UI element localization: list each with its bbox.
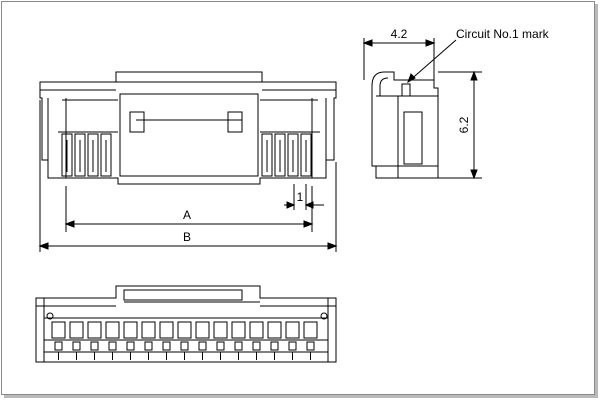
dimension-b (38, 100, 338, 252)
bottom-contact (144, 341, 153, 351)
bottom-contact (216, 341, 225, 351)
bottom-contact (90, 341, 99, 351)
dim-a-arrow-left (64, 220, 75, 228)
bottom-cavity (51, 321, 66, 339)
bottom-cavity (285, 321, 300, 339)
front-right-terminal (300, 133, 312, 177)
circuit-no1-mark (401, 83, 411, 97)
dim-42-arrow-right (425, 39, 436, 47)
dim-pitch-label: 1 (297, 190, 304, 204)
bottom-contact (198, 341, 207, 351)
front-terminals-right (261, 133, 312, 177)
bottom-cavity (87, 321, 102, 339)
dimension-4-2 (362, 38, 436, 80)
side-cavity (403, 111, 423, 165)
dimension-a (64, 186, 314, 232)
bottom-contact (180, 341, 189, 351)
bottom-cavity (159, 321, 174, 339)
bottom-contact (234, 341, 243, 351)
bottom-cavity (195, 321, 210, 339)
bottom-contact (306, 341, 315, 351)
bottom-contact (72, 341, 81, 351)
bottom-cavity (267, 321, 282, 339)
dim-pitch-arrow-right (304, 201, 314, 209)
bottom-cavity (231, 321, 246, 339)
drawing-frame (1, 1, 595, 395)
side-outline (371, 71, 439, 179)
bottom-cavity (141, 321, 156, 339)
bottom-contact (162, 341, 171, 351)
bottom-contact (270, 341, 279, 351)
bottom-cavity (105, 321, 120, 339)
bottom-peg-left (46, 312, 54, 320)
front-latch-window-left (129, 111, 145, 133)
bottom-contact (252, 341, 261, 351)
side-view (371, 71, 439, 179)
front-right-terminal (261, 133, 273, 177)
bottom-cavity (303, 321, 318, 339)
bottom-peg-right (320, 312, 328, 320)
side-hook (379, 77, 389, 96)
bottom-contact (108, 341, 117, 351)
bottom-cavity (249, 321, 264, 339)
bottom-view (35, 285, 337, 363)
bottom-contact (288, 341, 297, 351)
front-left-terminal (61, 133, 73, 177)
dim-b-arrow-right (327, 242, 338, 250)
dim-b-arrow-left (38, 242, 49, 250)
bottom-outline (35, 285, 337, 363)
front-right-terminal (287, 133, 299, 177)
dim-62-label: 6.2 (457, 116, 471, 133)
dim-42-arrow-left (362, 39, 373, 47)
dim-a-label: A (183, 208, 191, 222)
callout-leader (407, 39, 457, 83)
callout-label: Circuit No.1 mark (456, 27, 550, 41)
dim-42-label: 4.2 (391, 27, 408, 41)
bottom-cavity (69, 321, 84, 339)
bottom-cavity (213, 321, 228, 339)
bottom-latch-rail (123, 289, 243, 301)
callout-arrow (407, 73, 416, 84)
front-latch-window-right (227, 111, 243, 133)
front-left-terminal (74, 133, 86, 177)
front-left-terminal (87, 133, 99, 177)
dim-62-arrow-bottom (470, 169, 478, 180)
bottom-cavity (177, 321, 192, 339)
dimension-6-2 (438, 70, 482, 180)
front-center-block (119, 93, 259, 177)
bottom-cavity (123, 321, 138, 339)
bottom-cavity-row (51, 321, 318, 360)
front-right-terminal (274, 133, 286, 177)
dim-b-label: B (183, 230, 191, 244)
dimension-pitch (284, 184, 324, 210)
bottom-contact (126, 341, 135, 351)
dim-a-arrow-right (303, 220, 314, 228)
front-left-terminal (100, 133, 112, 177)
front-view (39, 71, 337, 185)
dim-62-arrow-top (470, 70, 478, 81)
front-housing-outline (39, 71, 337, 185)
bottom-contact (54, 341, 63, 351)
front-terminals-left (61, 133, 112, 177)
dim-pitch-arrow-left (286, 201, 296, 209)
